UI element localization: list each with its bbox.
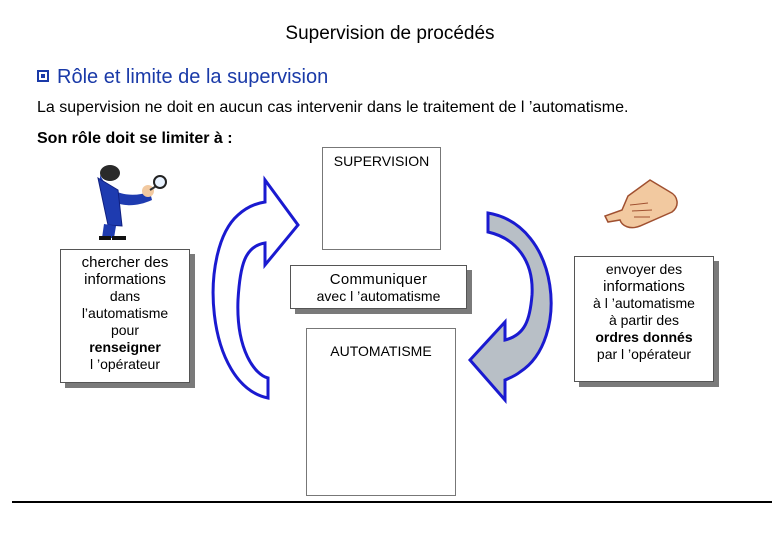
right-cycle-arrow [467,211,553,404]
left-box-line-3: dans [109,288,141,304]
section-heading-text: Rôle et limite de la supervision [57,66,329,88]
intro-text: La supervision ne doit en aucun cas inte… [37,99,629,116]
left-box-line-7: l ’opérateur [89,356,161,372]
right-info-box: envoyer des informations à l ’automatism… [574,256,714,382]
page-title: Supervision de procédés [285,23,495,44]
right-box-line-6: par l ’opérateur [596,346,692,362]
communicate-subtitle: avec l ’automatisme [316,288,441,304]
right-box-line-4: à partir des [608,312,680,328]
role-text: Son rôle doit se limiter à : [37,130,233,147]
left-box-line-4: l’automatisme [81,305,169,321]
right-box-line-3: à l ’automatisme [593,295,695,311]
bottom-rule [12,501,772,503]
right-box-line-2: informations [603,278,685,295]
communicate-box: Communiquer avec l ’automatisme [290,265,467,309]
left-box-line-5: pour [110,322,140,338]
left-box-line-1: chercher des [81,254,169,271]
section-heading: Rôle et limite de la supervision [37,66,328,89]
magnifier-person-icon [97,165,167,240]
automation-label: AUTOMATISME [330,343,432,359]
supervision-panel: SUPERVISION [322,147,441,250]
right-box-line-1: envoyer des [605,261,683,277]
right-box-line-5: ordres donnés [595,329,693,345]
left-cycle-arrow [211,175,300,400]
communicate-title: Communiquer [329,271,428,288]
automation-panel: AUTOMATISME [306,328,456,496]
pointing-hand-icon [603,179,678,229]
supervision-label: SUPERVISION [333,153,430,169]
left-box-line-2: informations [84,271,166,288]
left-box-line-6: renseigner [89,339,161,355]
bullet-icon [37,70,49,82]
left-info-box: chercher des informations dans l’automat… [60,249,190,383]
